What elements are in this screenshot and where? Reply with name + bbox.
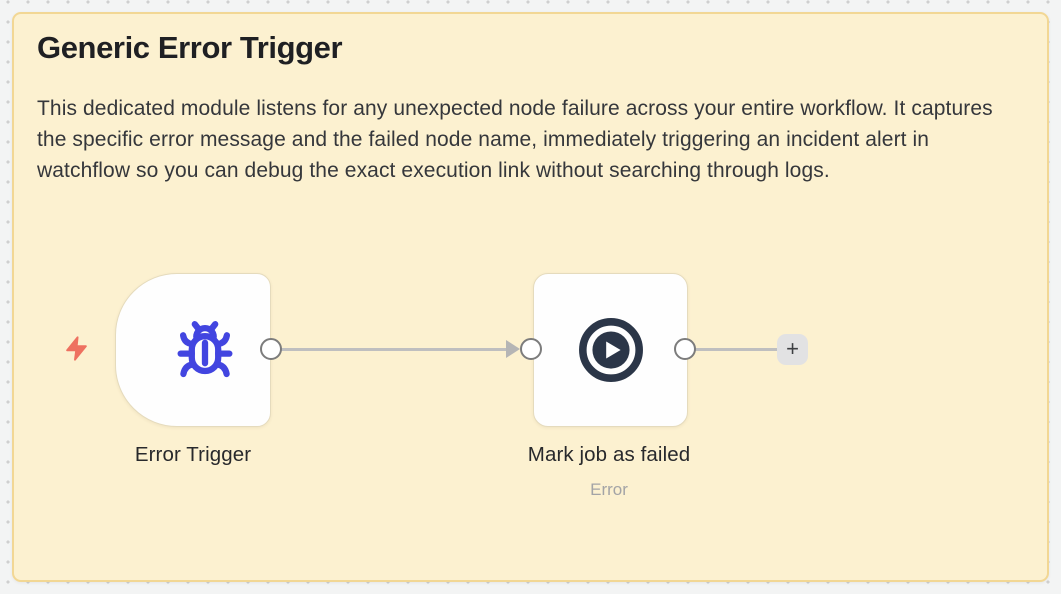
node-mark-job-as-failed[interactable]	[533, 273, 688, 427]
connection-line	[685, 348, 779, 351]
add-node-button[interactable]: +	[777, 334, 808, 365]
connector-output-error-trigger[interactable]	[260, 338, 282, 360]
sticky-note-description: This dedicated module listens for any un…	[37, 97, 993, 182]
connection-arrow-icon	[506, 340, 520, 358]
connection-line	[271, 348, 509, 351]
lightning-bolt-icon	[66, 336, 87, 361]
connector-output-mark-job[interactable]	[674, 338, 696, 360]
node-label-error-trigger: Error Trigger	[134, 443, 252, 466]
connector-input-mark-job[interactable]	[520, 338, 542, 360]
sticky-note-title: Generic Error Trigger	[37, 30, 343, 65]
node-subtitle-mark-job: Error	[590, 480, 628, 499]
node-error-trigger[interactable]	[115, 273, 271, 427]
bug-icon	[177, 321, 233, 378]
node-label-mark-job: Mark job as failed	[527, 443, 691, 466]
play-circle-icon	[578, 318, 643, 382]
